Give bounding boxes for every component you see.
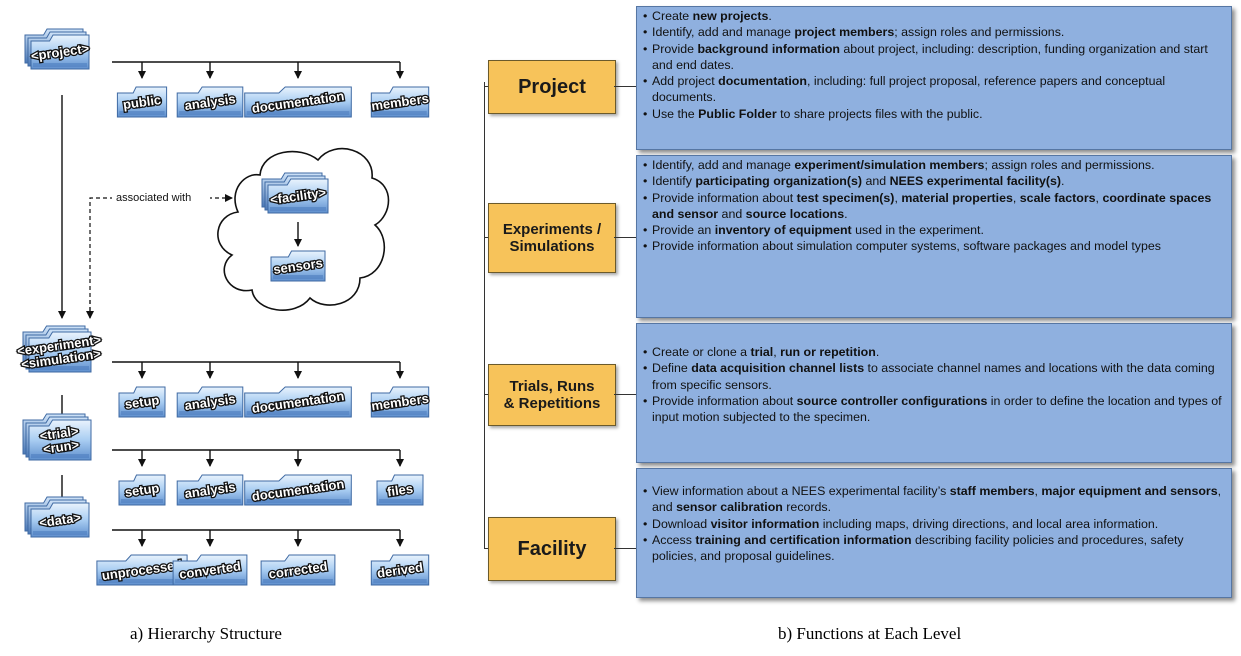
child-folder-public-label: public	[122, 92, 162, 112]
level-title: Project	[518, 75, 586, 98]
level-box-facility: Facility	[488, 517, 616, 581]
level-folder-3-label: <data>	[38, 510, 82, 531]
child-folder-derived: derived	[370, 554, 430, 586]
level-box-experiments: Experiments / Simulations	[488, 203, 616, 273]
functions-caption: b) Functions at Each Level	[778, 624, 962, 643]
sensors-folder: sensors	[270, 250, 326, 282]
level-spine	[484, 82, 485, 548]
level-box-project: Project	[488, 60, 616, 114]
function-item: Provide an inventory of equipment used i…	[643, 222, 1225, 238]
child-folder-corrected: corrected	[260, 554, 336, 586]
svg-text:setup: setup	[124, 392, 160, 412]
level-connector	[484, 237, 488, 238]
functions-list: Create new projects.Identify, add and ma…	[643, 8, 1225, 122]
functions-panel: View information about a NEES experiment…	[636, 468, 1232, 598]
functions-panel: Create or clone a trial, run or repetiti…	[636, 323, 1232, 463]
function-item: Create new projects.	[643, 8, 1225, 24]
child-folder-setup: setup	[118, 474, 166, 506]
svg-text:public: public	[122, 92, 162, 112]
level-connector	[484, 86, 488, 87]
child-folder-members: members	[369, 86, 431, 118]
function-item: Access training and certification inform…	[643, 532, 1225, 565]
function-item: Provide information about test specimen(…	[643, 190, 1225, 223]
hierarchy-caption: a) Hierarchy Structure	[130, 624, 282, 643]
function-item: Define data acquisition channel lists to…	[643, 360, 1225, 393]
level-folder-3: <data>	[24, 496, 90, 538]
child-folder-members: members	[369, 386, 431, 418]
child-folder-documentation: documentation	[244, 386, 352, 418]
level-title: Facility	[517, 537, 587, 560]
function-item: View information about a NEES experiment…	[643, 483, 1225, 516]
child-folder-documentation: documentation	[244, 474, 352, 506]
child-folder-files-label: files	[386, 481, 414, 499]
function-item: Provide information about source control…	[643, 393, 1225, 426]
child-folder-setup: setup	[118, 386, 166, 418]
function-item: Add project documentation, including: fu…	[643, 73, 1225, 106]
facility-cloud	[217, 147, 390, 311]
child-folder-converted: converted	[172, 554, 248, 586]
panel-connector	[614, 237, 636, 238]
panel-connector	[614, 394, 636, 395]
panel-connector	[614, 86, 636, 87]
panel-connector	[614, 548, 636, 549]
level-title: Experiments / Simulations	[502, 221, 602, 255]
level-folder-2-label: <run>	[42, 437, 80, 457]
functions-list: View information about a NEES experiment…	[643, 483, 1225, 564]
facility-folder: <facility>	[261, 172, 329, 214]
functions-list: Create or clone a trial, run or repetiti…	[643, 344, 1225, 425]
association-label: associated with	[116, 192, 191, 204]
level-connector	[484, 548, 488, 549]
child-folder-setup-label: setup	[124, 480, 160, 500]
level-folder-1: <experiment><simulation>	[15, 325, 104, 373]
child-folder-public: public	[116, 86, 168, 118]
child-folder-files: files	[376, 474, 424, 506]
function-item: Identify, add and manage experiment/simu…	[643, 157, 1225, 173]
child-folder-analysis: analysis	[176, 386, 244, 418]
svg-text:<trial><run>: <trial><run>	[39, 423, 82, 457]
function-item: Provide information about simulation com…	[643, 238, 1225, 254]
level-folder-2-label: <trial>	[39, 423, 80, 443]
functions-panel: Create new projects.Identify, add and ma…	[636, 6, 1232, 150]
svg-text:<data>: <data>	[38, 510, 82, 531]
svg-text:setup: setup	[124, 480, 160, 500]
child-folder-analysis: analysis	[176, 86, 244, 118]
function-item: Create or clone a trial, run or repetiti…	[643, 344, 1225, 360]
child-folder-analysis: analysis	[176, 474, 244, 506]
child-folder-documentation: documentation	[244, 86, 352, 118]
function-item: Use the Public Folder to share projects …	[643, 106, 1225, 122]
svg-text:files: files	[386, 481, 414, 499]
level-folder-0: <project>	[24, 28, 92, 70]
functions-panel: Identify, add and manage experiment/simu…	[636, 155, 1232, 318]
function-item: Download visitor information including m…	[643, 516, 1225, 532]
function-item: Provide background information about pro…	[643, 41, 1225, 74]
level-connector	[484, 394, 488, 395]
functions-list: Identify, add and manage experiment/simu…	[643, 157, 1225, 255]
function-item: Identify, add and manage project members…	[643, 24, 1225, 40]
level-box-trials: Trials, Runs & Repetitions	[488, 364, 616, 426]
level-title: Trials, Runs & Repetitions	[503, 378, 601, 412]
level-folder-2: <trial><run>	[22, 413, 92, 461]
function-item: Identify participating organization(s) a…	[643, 173, 1225, 189]
child-folder-setup-label: setup	[124, 392, 160, 412]
